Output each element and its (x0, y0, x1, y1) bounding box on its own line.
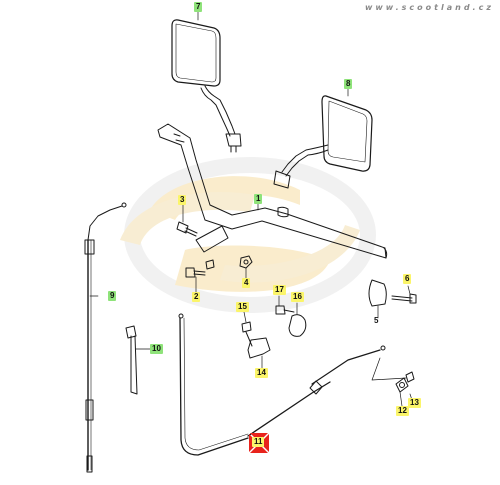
callout-17: 17 (273, 285, 286, 295)
cable-holder (125, 325, 138, 395)
throttle-cable (84, 202, 127, 473)
mirror-left (171, 19, 242, 153)
callout-3: 3 (178, 195, 187, 205)
clamp-16 (275, 305, 307, 337)
scootland-logo-watermark (120, 157, 376, 313)
callout-5: 5 (374, 316, 379, 325)
callout-15: 15 (236, 302, 249, 312)
callout-12: 12 (396, 406, 409, 416)
watermark-url: www.scootland.cz (364, 3, 494, 12)
callout-1: 1 (254, 194, 263, 204)
grip-end-5 (368, 279, 417, 307)
handlebar (157, 123, 388, 259)
callout-7: 7 (194, 2, 203, 12)
bracket-14 (241, 321, 271, 359)
callout-14: 14 (255, 368, 268, 378)
callout-6: 6 (403, 274, 412, 284)
nut-4 (239, 255, 253, 269)
bolt-2 (185, 259, 215, 278)
callout-9: 9 (108, 291, 117, 301)
bolt-3 (176, 221, 198, 237)
callout-16: 16 (291, 292, 304, 302)
screw-13 (395, 371, 415, 393)
callout-2: 2 (192, 292, 201, 302)
callout-13: 13 (408, 398, 421, 408)
callout-4: 4 (242, 278, 251, 288)
mirror-right (273, 95, 373, 189)
callout-11: 11 (252, 437, 265, 447)
callout-10: 10 (150, 344, 163, 354)
brake-cable (178, 313, 386, 456)
callout-8: 8 (344, 79, 353, 89)
